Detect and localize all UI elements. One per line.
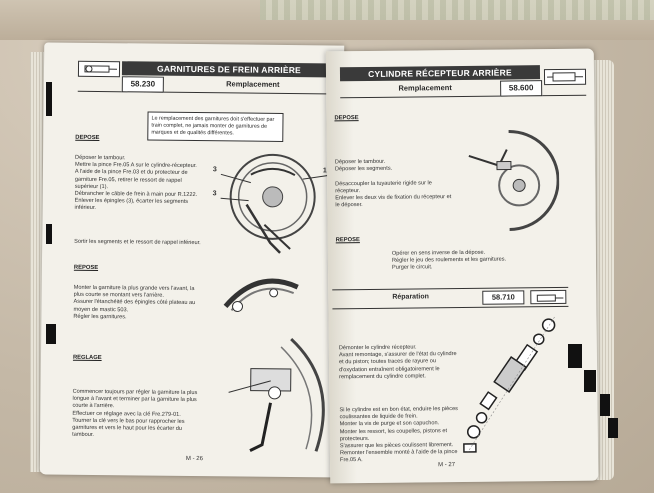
thumb-tab: [568, 344, 582, 368]
fig-label-3b: 3: [212, 190, 217, 198]
brake-assembly-figure: 3 3 1: [210, 144, 331, 255]
left-section-depose: DEPOSE: [75, 134, 100, 142]
right-code: 58.600: [500, 80, 543, 97]
left-reglage-text: Commencer toujours par régler la garnitu…: [72, 388, 198, 439]
left-header: GARNITURES DE FREIN ARRIÈRE 58.230 Rempl…: [77, 60, 337, 95]
right-section-repose: REPOSE: [335, 237, 360, 244]
thumb-tab: [600, 394, 610, 416]
left-page-number: M - 26: [185, 455, 203, 463]
thumb-tab: [608, 418, 618, 438]
left-repose-text: Monter la garniture la plus grande vers …: [73, 284, 196, 321]
right-page-number: M - 27: [438, 462, 456, 469]
repair-code: 58.710: [482, 290, 525, 305]
repair-text-assembly: Si le cylindre est en bon état, enduire …: [339, 406, 459, 464]
repair-part-icon: [530, 289, 567, 305]
thumb-tab: [46, 324, 56, 344]
cylinder-drum-figure: [459, 125, 560, 236]
right-subtitle: Remplacement: [398, 83, 452, 93]
thumb-tab: [584, 370, 596, 392]
right-page-edges: [594, 60, 614, 480]
thumb-tab: [46, 224, 52, 244]
fig-label-3: 3: [212, 166, 217, 174]
brake-shoe-figure: [217, 266, 308, 325]
left-title: GARNITURES DE FREIN ARRIÈRE: [121, 61, 337, 78]
left-subtitle: Remplacement: [226, 79, 280, 89]
repair-header: Réparation 58.710: [332, 286, 569, 310]
patterned-fabric: [260, 0, 654, 20]
left-note-box: Le remplacement des garnitures doit s'ef…: [147, 111, 284, 142]
left-depose-text: Déposer le tambour. Mettre la pince Fre.…: [74, 154, 198, 212]
left-section-reglage: REGLAGE: [72, 354, 102, 362]
thumb-tab: [46, 82, 52, 116]
right-header: CYLINDRE RÉCEPTEUR ARRIÈRE Remplacement …: [339, 64, 587, 99]
cylinder-part-icon: [543, 68, 587, 86]
right-repose-text: Opérer en sens inverse de la dépose. Rég…: [391, 249, 507, 272]
adjustment-figure: [220, 332, 339, 459]
right-page: CYLINDRE RÉCEPTEUR ARRIÈRE Remplacement …: [325, 48, 599, 484]
open-manual: GARNITURES DE FREIN ARRIÈRE 58.230 Rempl…: [28, 38, 632, 486]
repair-text-dismantle: Démonter le cylindre récepteur. Avant re…: [338, 344, 457, 381]
cylinder-exploded-figure: [458, 311, 570, 462]
left-sortir-text: Sortir les segments et le ressort de rap…: [74, 238, 201, 247]
brake-part-icon: [77, 60, 121, 78]
left-code: 58.230: [121, 76, 164, 93]
right-section-depose: DEPOSE: [334, 115, 359, 122]
repair-title: Réparation: [392, 293, 429, 301]
left-section-repose: REPOSE: [73, 264, 99, 272]
right-depose-text: Déposer le tambour. Déposer les segments…: [334, 158, 452, 209]
left-page: GARNITURES DE FREIN ARRIÈRE 58.230 Rempl…: [39, 42, 345, 478]
right-title: CYLINDRE RÉCEPTEUR ARRIÈRE: [339, 65, 541, 82]
